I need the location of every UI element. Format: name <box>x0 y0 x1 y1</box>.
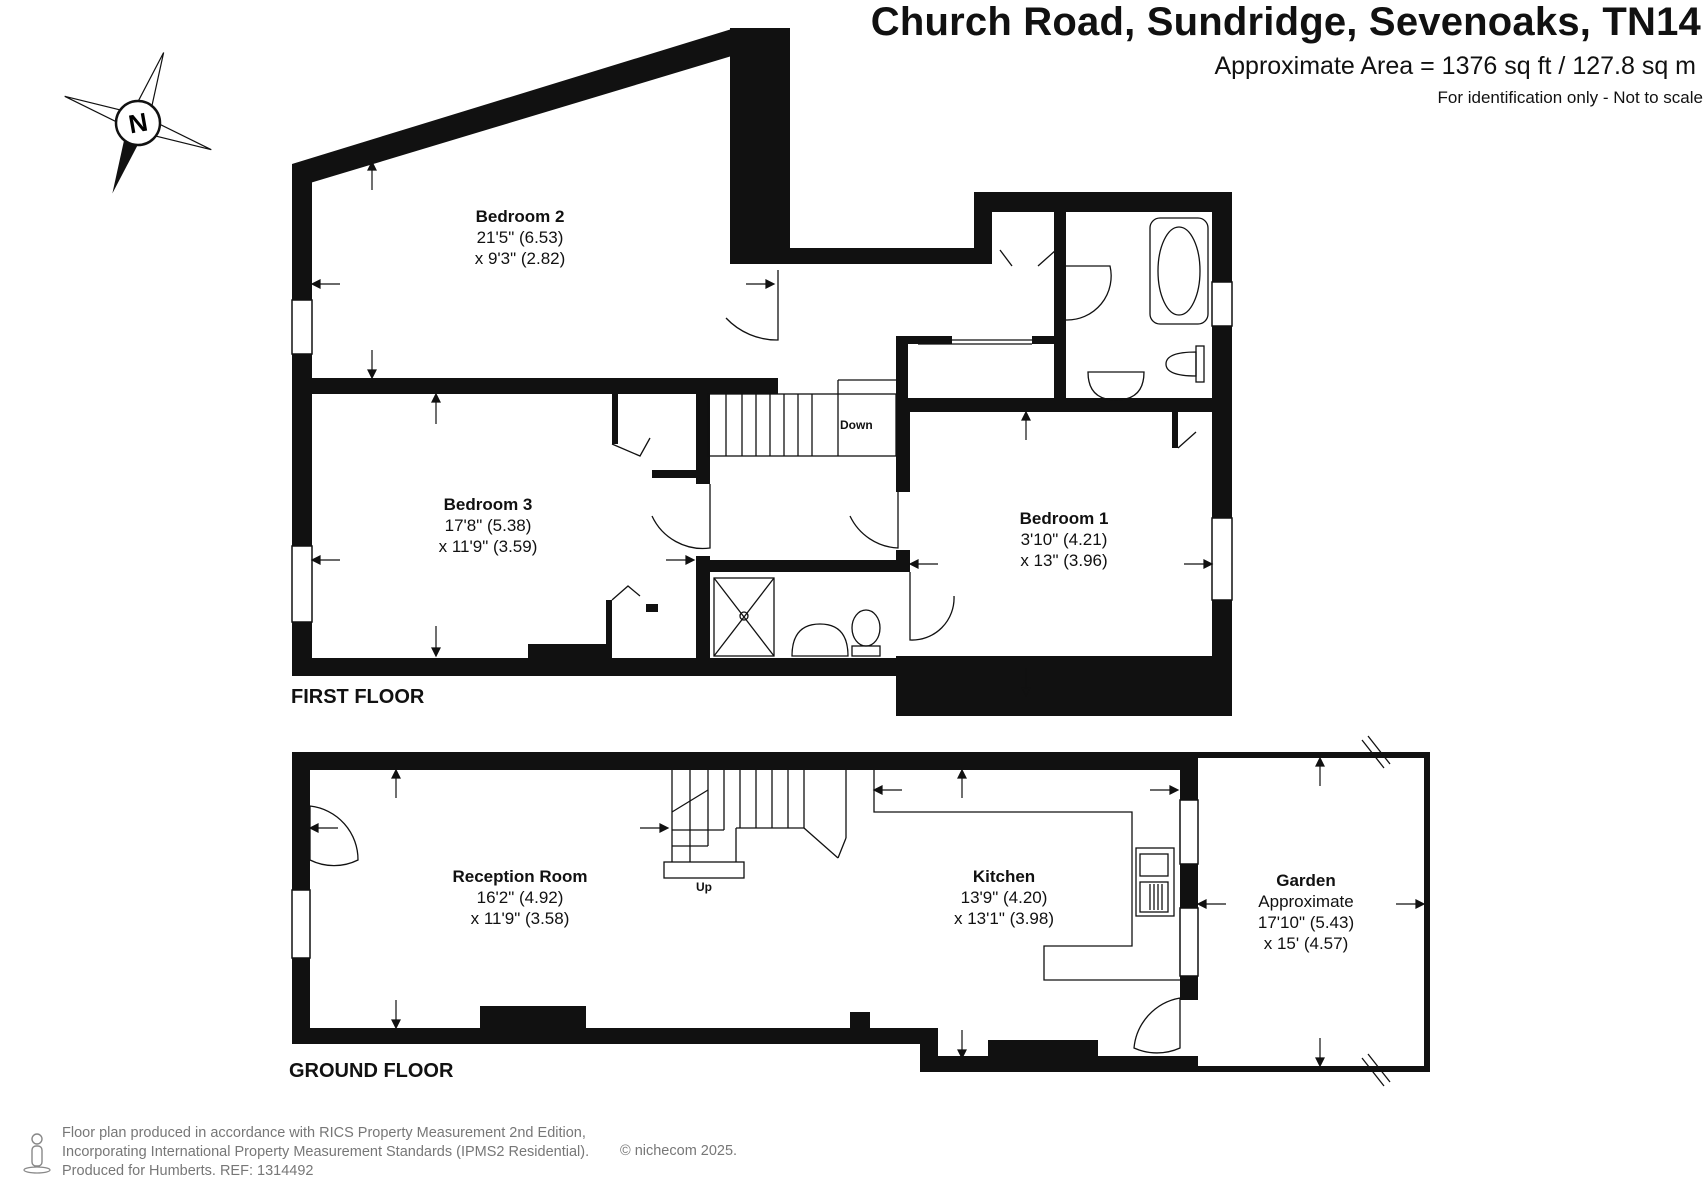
room-dimension: Approximate <box>1258 892 1354 911</box>
bath-bottom-wall <box>896 398 1232 412</box>
toilet <box>1165 351 1197 377</box>
stairs-down-label: Down <box>840 418 873 432</box>
room-dimension: x 9'3" (2.82) <box>474 249 566 268</box>
room-dimension: 16'2" (4.92) <box>476 888 564 907</box>
ground-floor-doors <box>309 735 1391 1087</box>
room-garden: Garden Approximate 17'10" (5.43) x 15' (… <box>1258 870 1354 954</box>
room-name: Reception Room <box>452 867 588 886</box>
first-floor-dimension-arrows <box>310 160 1214 698</box>
bedroom2-slant-wall <box>292 28 745 183</box>
bath-sink <box>1087 371 1145 401</box>
ground-bottom-wall-left <box>292 1028 922 1044</box>
ground-floor-label: GROUND FLOOR <box>289 1060 454 1082</box>
bath-top-wall <box>974 192 1232 212</box>
room-dimension: 3'10" (4.21) <box>1020 530 1108 549</box>
bathroom-fixtures <box>713 217 1209 657</box>
north-compass-icon: N <box>64 52 212 194</box>
room-bedroom-3: Bedroom 3 17'8" (5.38) x 11'9" (3.59) <box>439 494 538 557</box>
room-name: Bedroom 3 <box>443 495 533 514</box>
room-dimension: 17'8" (5.38) <box>444 516 532 535</box>
ground-floor-stairs <box>663 770 847 879</box>
shower-toilet <box>851 609 881 647</box>
ground-bottom-wall-right <box>920 1056 1198 1072</box>
footer-line: Floor plan produced in accordance with R… <box>62 1125 586 1141</box>
compass-letter: N <box>126 107 150 140</box>
ground-floor-windows <box>291 799 1199 977</box>
kitchen-worktops <box>873 770 1180 981</box>
room-bedroom-2: Bedroom 2 21'5" (6.53) x 9'3" (2.82) <box>475 206 566 269</box>
person-icon <box>23 1133 51 1174</box>
room-name: Kitchen <box>972 867 1036 886</box>
room-name: Bedroom 1 <box>1019 509 1109 528</box>
ground-top-wall <box>292 752 1198 770</box>
room-dimension: 17'10" (5.43) <box>1257 913 1355 932</box>
room-dimension: x 11'9" (3.58) <box>470 909 570 928</box>
room-reception: Reception Room 16'2" (4.92) x 11'9" (3.5… <box>452 866 587 929</box>
first-floor-bottom-wall <box>292 658 900 676</box>
ground-floor-dimension-arrows <box>308 756 1426 1068</box>
room-dimension: x 15' (4.57) <box>1263 934 1349 953</box>
shower-tray <box>713 577 775 657</box>
shower-sink <box>791 623 849 657</box>
room-dimension: x 13'1" (3.98) <box>954 909 1054 928</box>
room-name: Bedroom 2 <box>475 207 565 226</box>
bath-tub <box>1149 217 1209 325</box>
footer-line: Incorporating International Property Mea… <box>62 1144 590 1160</box>
room-dimension: x 13" (3.96) <box>1020 551 1108 570</box>
landing-top-wall <box>778 248 974 264</box>
room-dimension: 21'5" (6.53) <box>476 228 564 247</box>
footer-line: Produced for Humberts. REF: 1314492 <box>62 1163 314 1179</box>
room-dimension: 13'9" (4.20) <box>960 888 1048 907</box>
kitchen-sink <box>1135 847 1175 917</box>
page-title: Church Road, Sundridge, Sevenoaks, TN14 <box>870 0 1701 44</box>
first-floor-label: FIRST FLOOR <box>291 686 425 708</box>
room-kitchen: Kitchen 13'9" (4.20) x 13'1" (3.98) <box>954 866 1054 929</box>
first-floor-windows <box>291 281 1233 623</box>
first-floor-doors <box>611 249 1197 641</box>
stairs-up-label: Up <box>696 880 712 894</box>
chimney-block <box>730 28 790 264</box>
bedroom2-bottom-wall <box>292 378 778 394</box>
footer-notes: Floor plan produced in accordance with R… <box>62 1124 589 1181</box>
room-name: Garden <box>1276 871 1336 890</box>
approximate-area: Approximate Area = 1376 sq ft / 127.8 sq… <box>1214 52 1696 80</box>
first-floor-right-wall <box>1212 192 1232 716</box>
first-floor-stairs <box>707 379 897 457</box>
copyright: © nichecom 2025. <box>620 1143 738 1159</box>
room-bedroom-1: Bedroom 1 3'10" (4.21) x 13" (3.96) <box>1020 508 1109 571</box>
scale-note: For identification only - Not to scale <box>1437 88 1703 107</box>
room-dimension: x 11'9" (3.59) <box>438 537 538 556</box>
